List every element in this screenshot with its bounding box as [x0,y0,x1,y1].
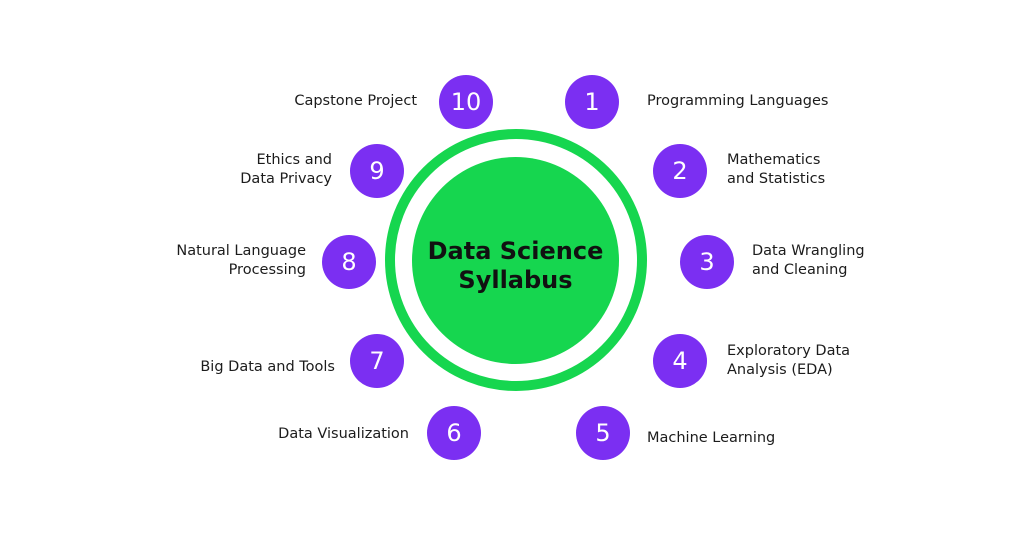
topic-3-label: Data Wrangling and Cleaning [752,243,865,278]
topic-9-label: Ethics and Data Privacy [240,152,332,187]
center-circle [412,157,619,364]
topic-10-label: Capstone Project [294,93,417,109]
topic-1-badge: 1 [565,75,619,129]
center-title: Data Science Syllabus [427,237,604,294]
topic-6-badge: 6 [427,406,481,460]
topic-4-label: Exploratory Data Analysis (EDA) [727,343,851,378]
topic-5-badge: 5 [576,406,630,460]
topic-8-badge: 8 [322,235,376,289]
topic-10-badge: 10 [439,75,493,129]
topic-7-badge: 7 [350,334,404,388]
topic-4-badge: 4 [653,334,707,388]
topic-7-label: Big Data and Tools [200,359,335,375]
topic-2-label: Mathematics and Statistics [727,152,826,187]
topic-2-badge: 2 [653,144,707,198]
topic-8-label: Natural Language Processing [176,243,306,278]
topic-1-label: Programming Languages [647,93,829,109]
topic-3-badge: 3 [680,235,734,289]
topic-9-badge: 9 [350,144,404,198]
topic-5-label: Machine Learning [647,430,776,446]
topic-6-label: Data Visualization [278,426,409,442]
